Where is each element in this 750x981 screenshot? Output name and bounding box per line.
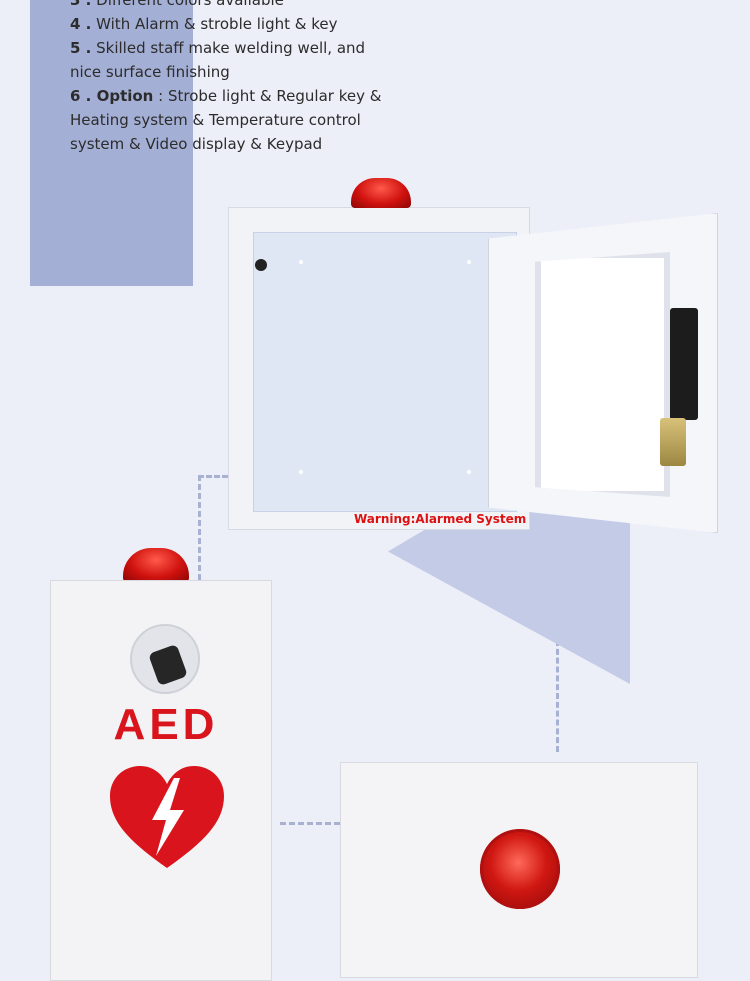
- connector-line: [198, 475, 228, 478]
- aed-label: AED: [113, 700, 219, 749]
- strobe-light-icon: [123, 548, 189, 582]
- feature-item: 6 . Option : Strobe light & Regular key …: [70, 87, 382, 153]
- lock-icon: [660, 418, 686, 466]
- open-cabinet: Warning:Alarmed System: [228, 207, 530, 530]
- connector-line: [280, 822, 340, 825]
- feature-item: 5 . Skilled staff make welding well, and…: [70, 39, 366, 81]
- strobe-light-icon: [351, 178, 411, 208]
- warning-label: Warning:Alarmed System: [354, 512, 527, 526]
- feature-item: 4 . With Alarm & stroble light & key: [70, 15, 338, 33]
- feature-list: 3 . Different colors available 4 . With …: [70, 0, 390, 156]
- accent-block: [30, 0, 193, 286]
- heart-bolt-icon: [110, 766, 224, 868]
- strobe-light-icon: [480, 829, 560, 909]
- cabinet-interior: [253, 232, 517, 512]
- screw-icon: [467, 260, 471, 264]
- connector-line: [556, 640, 559, 752]
- connector-line: [198, 475, 201, 580]
- screw-icon: [299, 260, 303, 264]
- feature-item: 3 . Different colors available: [70, 0, 284, 9]
- sensor-icon: [255, 259, 267, 271]
- screw-icon: [299, 470, 303, 474]
- door-window: [535, 252, 670, 497]
- door-handle: [670, 308, 698, 420]
- screw-icon: [467, 470, 471, 474]
